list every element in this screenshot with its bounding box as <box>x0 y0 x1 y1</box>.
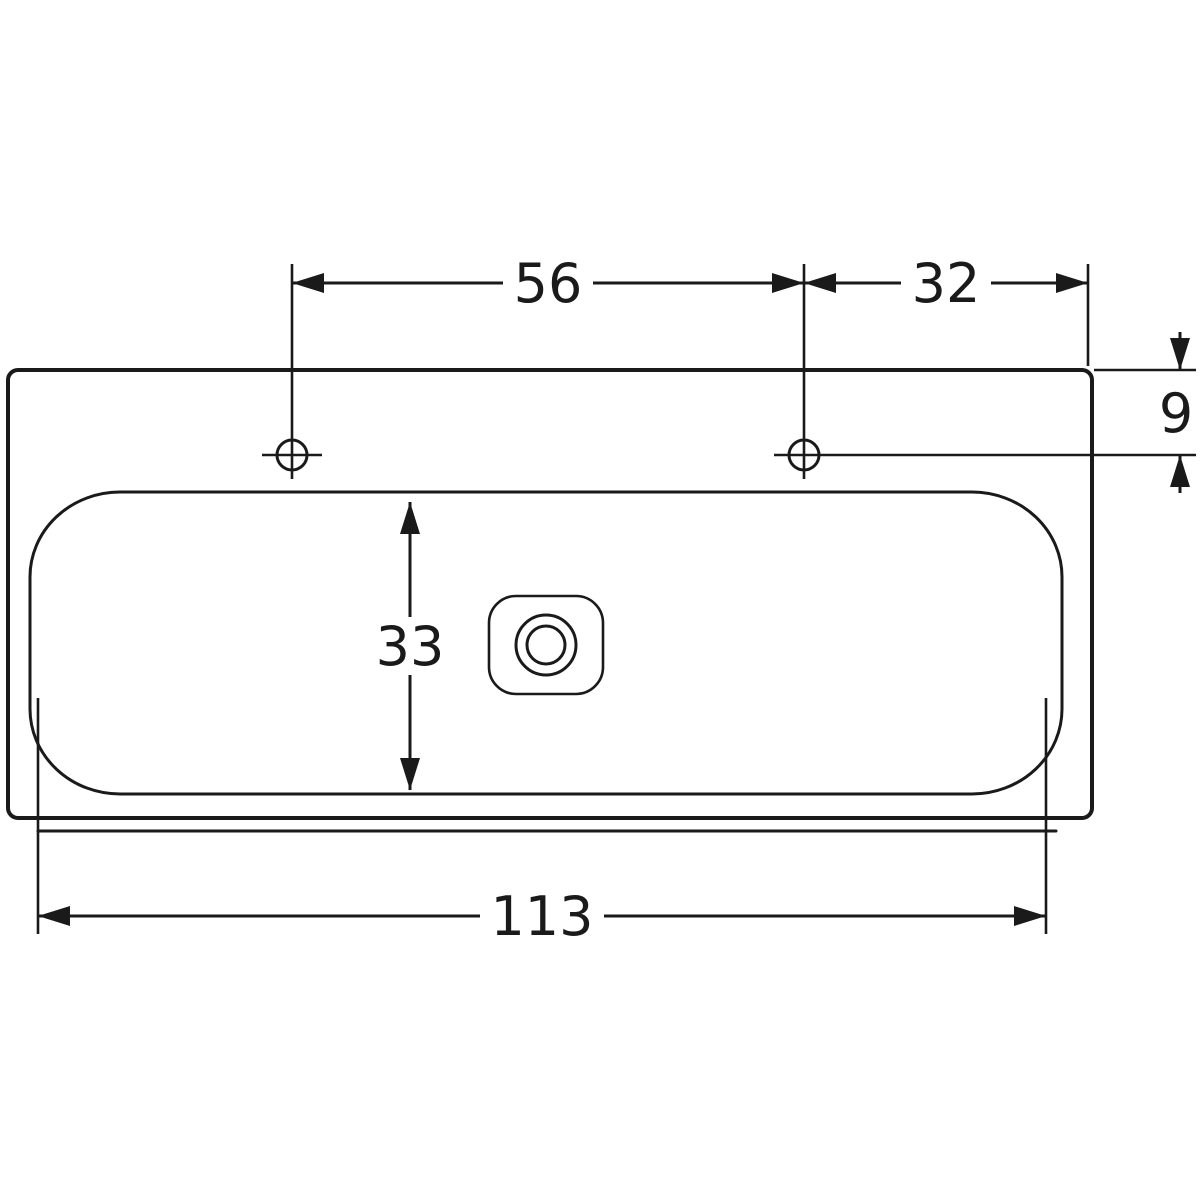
drain-inner-ring <box>525 624 567 666</box>
dimension-113: 113 <box>36 698 1048 948</box>
arrowhead-56-right <box>772 273 804 293</box>
arrowhead-9-top <box>1170 338 1190 370</box>
arrowhead-56-left <box>292 273 324 293</box>
dimension-label-9: 9 <box>1159 382 1193 445</box>
dimension-9: 9 <box>1094 332 1198 493</box>
arrowhead-113-right <box>1014 906 1046 926</box>
arrowhead-9-bottom <box>1170 455 1190 487</box>
dimension-label-113: 113 <box>490 885 593 948</box>
drain-outer-ring <box>514 613 578 677</box>
washbasin-bowl-rim <box>28 490 1064 796</box>
washbasin-outline <box>6 368 1094 833</box>
drain-recess-outline <box>487 594 605 696</box>
label-background-32 <box>901 254 991 312</box>
label-background-56 <box>503 254 593 312</box>
tap-holes <box>262 438 1196 472</box>
label-background-9 <box>1152 385 1198 441</box>
arrowhead-33-top <box>400 502 420 534</box>
arrowhead-32-left <box>804 273 836 293</box>
dimension-32: 32 <box>804 252 1090 366</box>
label-background-113 <box>480 887 604 945</box>
dimension-label-32: 32 <box>912 252 981 315</box>
arrowhead-113-left <box>38 906 70 926</box>
arrowhead-32-right <box>1056 273 1088 293</box>
washbasin-outer-edge <box>6 368 1094 820</box>
drain <box>487 594 605 696</box>
label-background-33 <box>368 617 452 675</box>
dimension-33: 33 <box>368 502 452 790</box>
arrowhead-33-bottom <box>400 758 420 790</box>
dimension-label-33: 33 <box>376 615 445 678</box>
dimension-56: 56 <box>290 252 806 479</box>
dimension-label-56: 56 <box>514 252 583 315</box>
